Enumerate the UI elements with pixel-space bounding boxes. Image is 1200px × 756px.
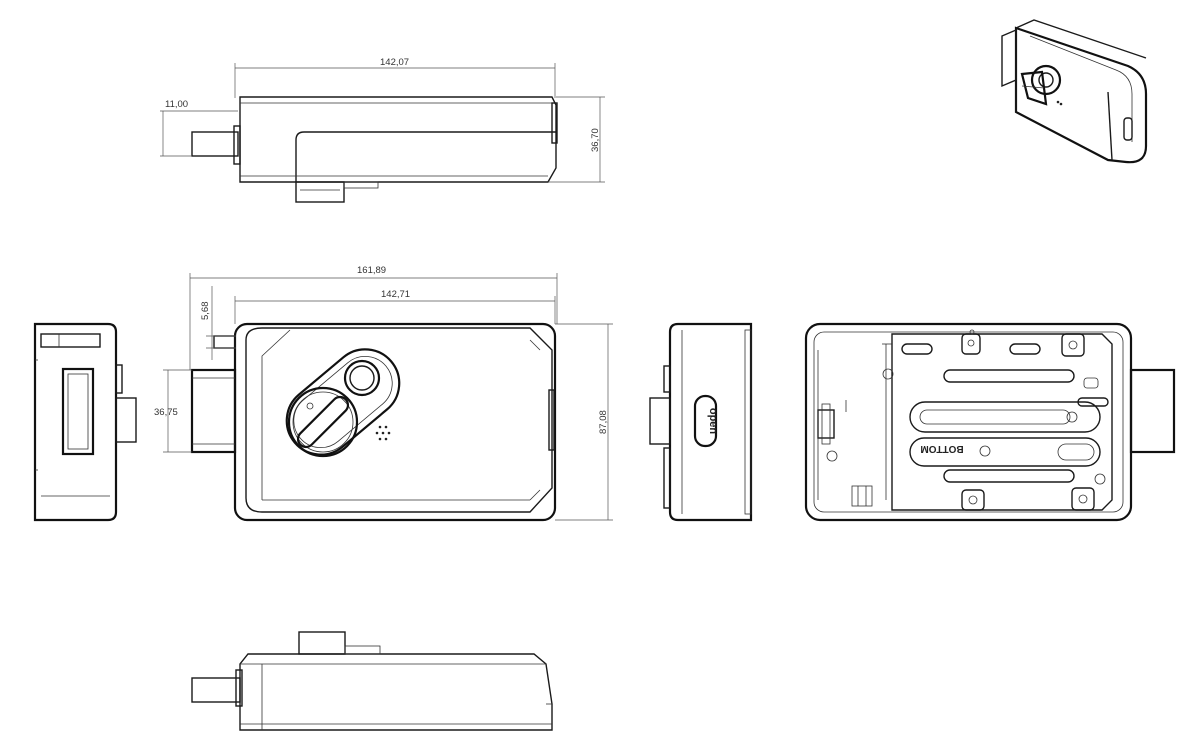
dim-front-height: 87,08 — [598, 410, 609, 434]
front-view-dimensions: 161,89 142,71 5,68 36,75 87,08 — [154, 265, 613, 521]
dim-front-overall: 161,89 — [357, 265, 386, 276]
dim-front-bolt-height: 36,75 — [154, 407, 178, 418]
dim-front-body: 142,71 — [381, 289, 410, 300]
isometric-view — [1001, 19, 1148, 164]
right-side-view: open — [649, 322, 753, 522]
dim-front-offset: 5,68 — [200, 302, 211, 321]
back-view: BOTTOM — [804, 322, 1176, 522]
speaker-dots-icon — [375, 425, 391, 441]
open-label: open — [707, 408, 719, 435]
dim-top-height: 36,70 — [590, 128, 601, 152]
top-view — [191, 96, 558, 203]
front-view — [190, 322, 557, 522]
left-side-view — [33, 322, 137, 522]
top-view-dimensions: 142,07 11,00 36,70 — [160, 57, 605, 183]
bottom-view — [191, 631, 553, 731]
dim-top-width: 142,07 — [380, 57, 409, 68]
dim-top-bolt: 11,00 — [165, 99, 188, 110]
bottom-label: BOTTOM — [920, 443, 963, 454]
